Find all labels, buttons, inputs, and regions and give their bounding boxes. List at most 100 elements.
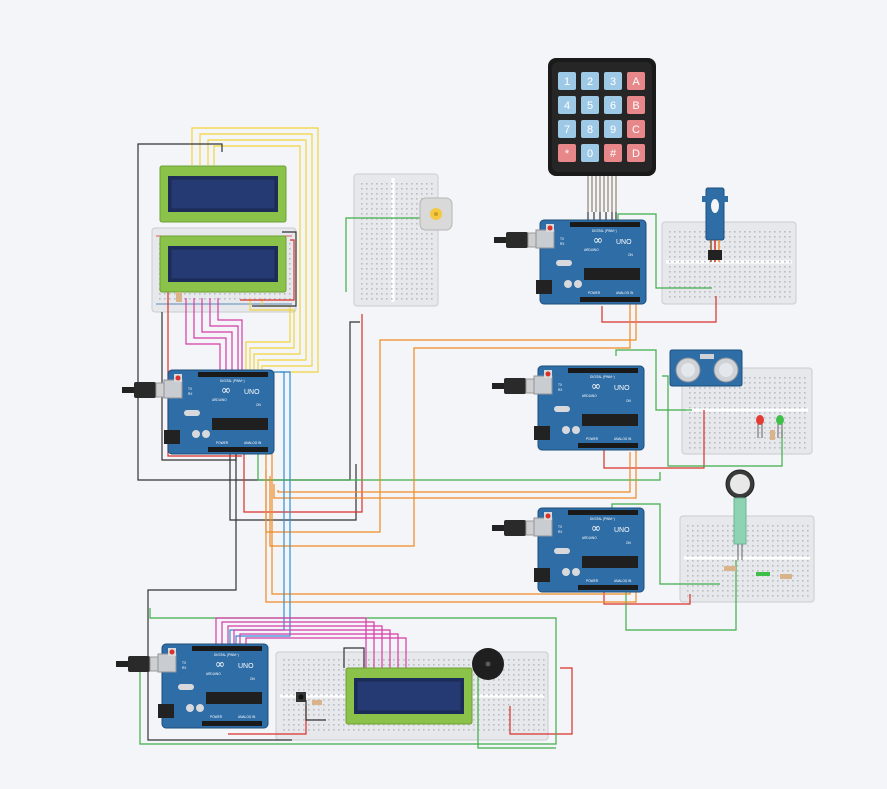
lcd-top-1[interactable] [159,165,287,223]
arduino-bottom[interactable]: ∞ UNO ARDUINO DIGITAL (PWM~) POWER ANALOG IN T… [116,643,269,729]
keypad-key-label: * [565,148,570,160]
arduino-tx-label: TX [560,237,565,241]
arduino-rx-label: RX [560,242,565,246]
led-green[interactable] [776,415,784,438]
arduino-tx-label: TX [188,387,193,391]
keypad-key[interactable]: 7 [558,120,576,138]
arduino-tx-label: TX [558,383,563,387]
keypad-key-label: 2 [587,76,593,88]
keypad-key-label: 5 [587,100,593,112]
keypad-key[interactable]: B [627,96,645,114]
keypad-key[interactable]: # [604,144,622,162]
keypad-key-label: C [632,124,640,136]
arduino-tx-label: TX [558,525,563,529]
usb-cable [492,378,541,394]
arduino-rx-label: RX [558,530,563,534]
piezo-buzzer[interactable] [472,648,504,680]
arduino-brand-label: ARDUINO [582,536,597,540]
lcd-top-2[interactable] [159,235,287,293]
arduino-on-label: ON [256,403,261,407]
arduino-digital-label: DIGITAL (PWM~) [590,375,615,379]
arduino-on-label: ON [626,399,631,403]
keypad-key[interactable]: C [627,120,645,138]
arduino-on-label: ON [626,541,631,545]
arduino-brand-label: ARDUINO [212,398,227,402]
dc-motor[interactable] [419,197,453,231]
usb-cable [116,656,165,672]
breadboard-force-sensor[interactable] [679,515,815,603]
keypad-key-label: D [632,148,640,160]
arduino-power-label: POWER [210,715,223,719]
keypad-key[interactable]: 9 [604,120,622,138]
keypad-key-label: 3 [610,76,616,88]
pushbutton[interactable] [296,692,306,702]
infinity-logo-icon: ∞ [221,383,231,397]
arduino-brand-label: ARDUINO [584,248,599,252]
arduino-model-label: UNO [244,389,260,396]
arduino-model-label: UNO [614,527,630,534]
infinity-logo-icon: ∞ [591,521,601,535]
arduino-digital-label: DIGITAL (PWM~) [220,379,245,383]
arduino-on-label: ON [628,253,633,257]
keypad-key[interactable]: A [627,72,645,90]
arduino-analog-label: ANALOG IN [614,579,632,583]
keypad-key[interactable]: 5 [581,96,599,114]
keypad-key-label: B [632,100,639,112]
keypad-key[interactable]: 3 [604,72,622,90]
keypad-key-label: 8 [587,124,593,136]
arduino-model-label: UNO [616,239,632,246]
keypad-key[interactable]: D [627,144,645,162]
keypad-key[interactable]: 4 [558,96,576,114]
lcd-bottom[interactable] [345,667,473,725]
keypad-key[interactable]: 8 [581,120,599,138]
keypad-key-label: 9 [610,124,616,136]
arduino-analog-label: ANALOG IN [614,437,632,441]
arduino-model-label: UNO [238,663,254,670]
wires [137,127,783,749]
keypad-key[interactable]: 2 [581,72,599,90]
arduino-digital-label: DIGITAL (PWM~) [214,653,239,657]
arduino-rx-label: RX [182,666,187,670]
keypad-key[interactable]: 0 [581,144,599,162]
infinity-logo-icon: ∞ [215,657,225,671]
arduino-power-label: POWER [588,291,601,295]
keypad-key-label: # [610,148,617,160]
arduino-tx-label: TX [182,661,187,665]
infinity-logo-icon: ∞ [591,379,601,393]
arduino-analog-label: ANALOG IN [244,441,262,445]
arduino-power-label: POWER [586,437,599,441]
resistors [176,292,792,705]
infinity-logo-icon: ∞ [593,233,603,247]
led-red[interactable] [756,415,764,438]
arduino-brand-label: ARDUINO [582,394,597,398]
keypad-key-label: A [632,76,640,88]
ultrasonic-sensor[interactable] [669,349,743,387]
keypad-key-label: 0 [587,148,593,160]
arduino-model-label: UNO [614,385,630,392]
arduino-brand-label: ARDUINO [206,672,221,676]
keypad-key[interactable]: 1 [558,72,576,90]
keypad-key-label: 7 [564,124,570,136]
arduino-digital-label: DIGITAL (PWM~) [590,517,615,521]
servo-motor[interactable] [702,187,728,262]
arduino-on-label: ON [250,677,255,681]
keypad-key[interactable]: * [558,144,576,162]
usb-cable [122,382,171,398]
usb-cable [492,520,541,536]
arduino-main[interactable]: ∞ UNO ARDUINO DIGITAL (PWM~) POWER ANALOG IN T… [122,369,275,455]
keypad-key[interactable]: 6 [604,96,622,114]
arduino-power-label: POWER [216,441,229,445]
arduino-digital-label: DIGITAL (PWM~) [592,229,617,233]
keypad-key-label: 6 [610,100,616,112]
arduino-rx-label: RX [188,392,193,396]
arduino-analog-label: ANALOG IN [238,715,256,719]
force-sensor[interactable] [725,469,755,560]
arduino-ultrasonic[interactable]: ∞ UNO ARDUINO DIGITAL (PWM~) POWER ANALOG IN T… [492,365,645,451]
usb-cable [494,232,543,248]
arduino-boards: ∞ UNO ARDUINO DIGITAL (PWM~) POWER ANALOG IN T… [116,219,647,729]
